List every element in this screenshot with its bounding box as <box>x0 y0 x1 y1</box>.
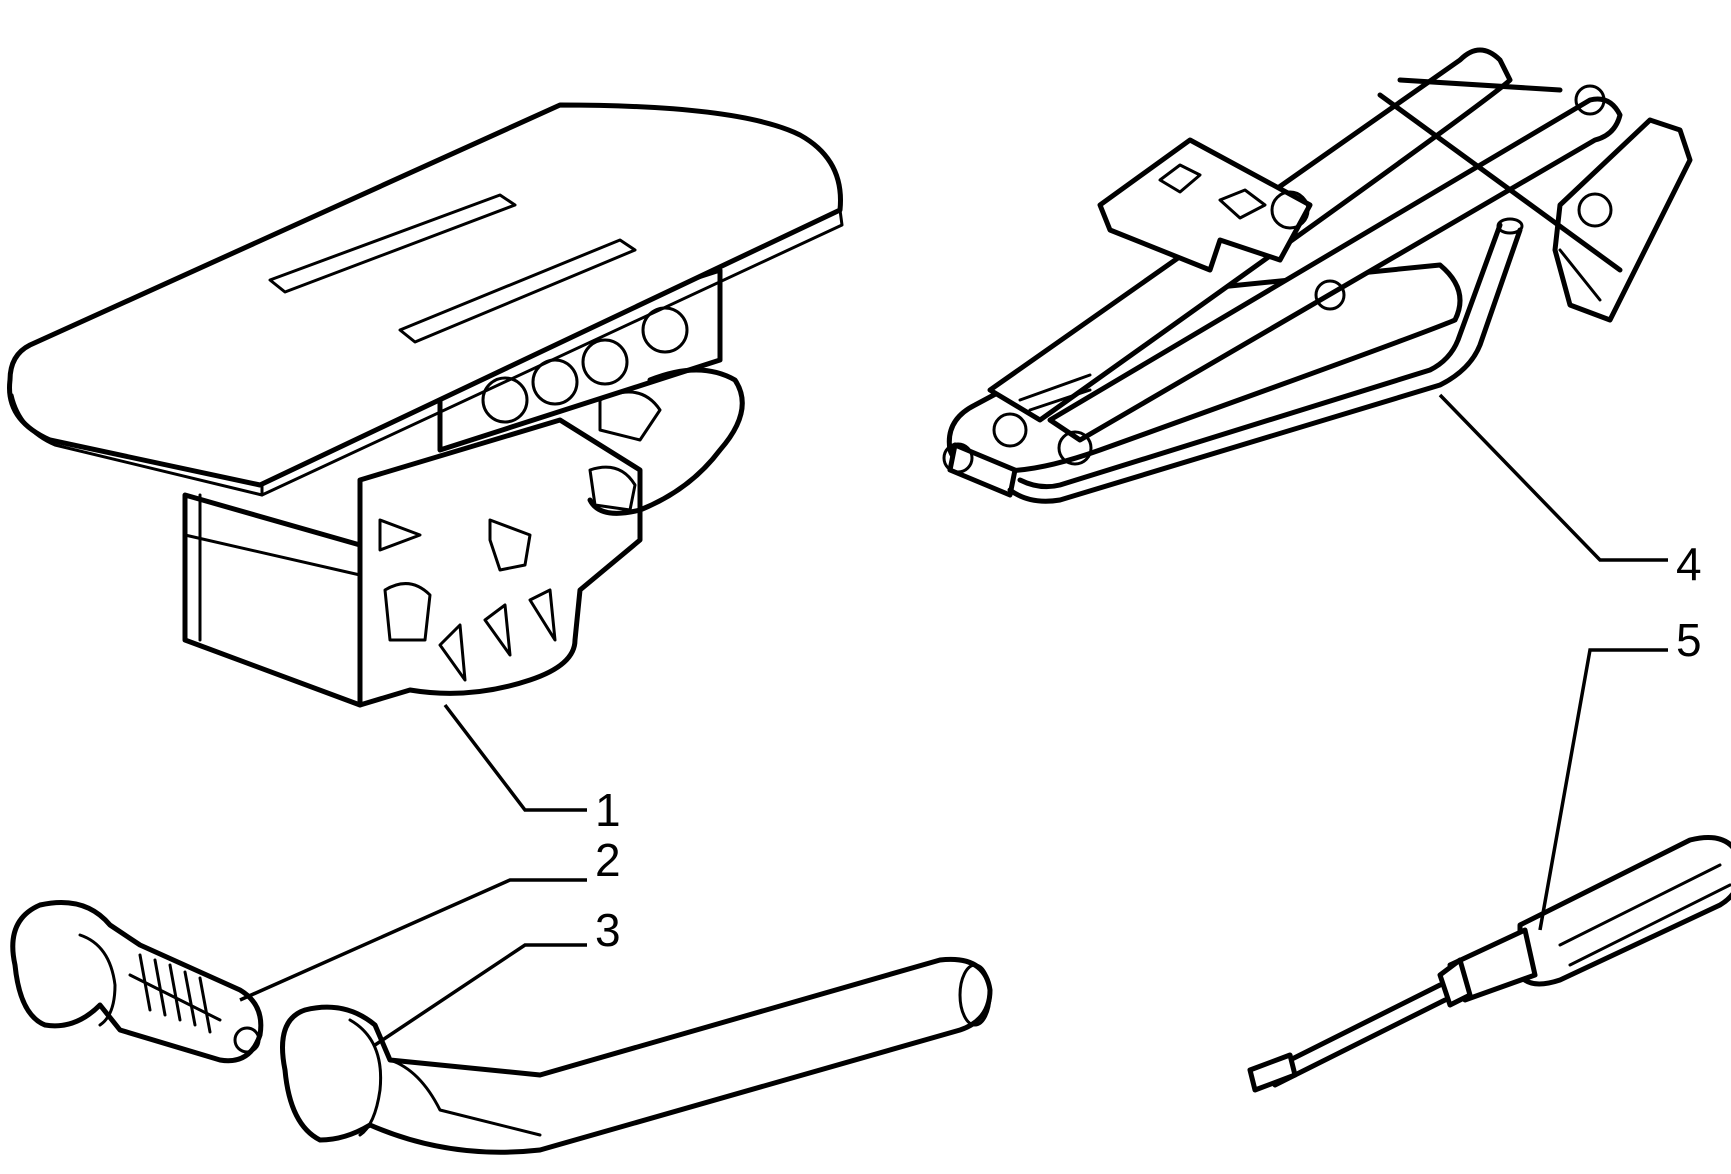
callout-5: 5 <box>1676 614 1702 666</box>
leader-4 <box>1438 393 1668 562</box>
part-3-wheel-brace <box>280 956 993 1155</box>
callout-1: 1 <box>595 784 621 836</box>
part-1-tool-holder <box>7 102 844 708</box>
leader-3 <box>374 943 587 1047</box>
part-2-socket-wrench <box>10 900 264 1064</box>
part-4-scissor-jack <box>942 47 1693 504</box>
callouts: 1 2 3 4 5 <box>595 538 1702 956</box>
part-5-screwdriver <box>1247 835 1731 1093</box>
callout-3: 3 <box>595 904 621 956</box>
leader-5 <box>1538 648 1668 931</box>
callout-2: 2 <box>595 834 621 886</box>
callout-4: 4 <box>1676 538 1702 590</box>
leader-lines <box>239 393 1668 1047</box>
leader-2 <box>239 878 587 1002</box>
leader-1 <box>443 703 587 812</box>
